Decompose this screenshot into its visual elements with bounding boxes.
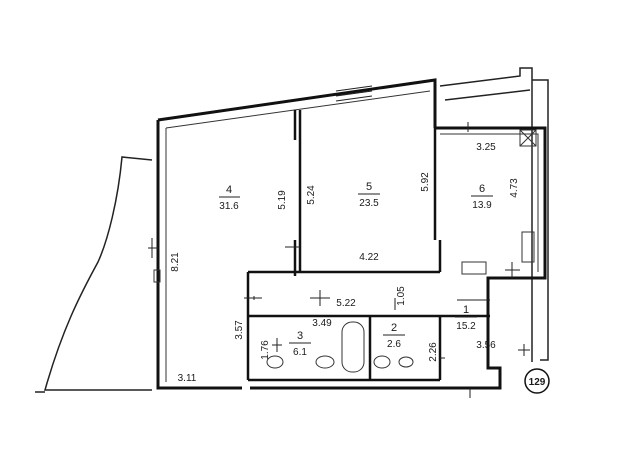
- exterior-walls: [156, 78, 547, 390]
- dimension-label: 5.19: [277, 190, 288, 210]
- room-label-1: 1 15.2: [455, 304, 477, 332]
- dimension-label: 1.05: [396, 286, 407, 306]
- sink-icon-2: [398, 356, 414, 368]
- dimension-label: 5.24: [306, 185, 317, 205]
- room-number: 1: [463, 304, 469, 316]
- dimension-label: 4.73: [509, 178, 520, 198]
- apartment-number: 129: [529, 377, 546, 388]
- toilet-icon: [315, 355, 335, 369]
- room-label-6: 6 13.9: [471, 183, 493, 211]
- dimension-label: 3.49: [312, 318, 332, 329]
- dimension-labels: 8.21 5.19 5.24 5.92 3.25 4.73 4.22 5.22 …: [170, 142, 520, 384]
- room-number: 2: [391, 322, 397, 334]
- room-area: 31.6: [219, 201, 239, 212]
- dimension-label: 5.22: [336, 298, 356, 309]
- room-number: 3: [297, 330, 303, 342]
- dimension-ticks: [148, 122, 530, 398]
- dimension-label: 8.21: [170, 252, 181, 272]
- room-area: 23.5: [359, 198, 379, 209]
- dimension-label: 5.92: [420, 172, 431, 192]
- sink-icon: [266, 355, 284, 369]
- dimension-label: 3.56: [476, 340, 496, 351]
- dimension-label: 2.26: [428, 342, 439, 362]
- dimension-label: 1.76: [260, 340, 271, 360]
- exterior-walls-inner: [165, 90, 539, 382]
- top-window: [335, 85, 373, 102]
- room-label-2: 2 2.6: [383, 322, 405, 350]
- apartment-number-badge: 129: [524, 368, 550, 394]
- room-area: 6.1: [293, 347, 307, 358]
- right-loggia: [439, 67, 549, 362]
- room-number: 6: [479, 183, 485, 195]
- stove-icon: [461, 261, 487, 275]
- room-label-4: 4 31.6: [219, 184, 240, 212]
- counter-icon: [521, 231, 535, 263]
- room-area: 2.6: [387, 339, 401, 350]
- room-label-5: 5 23.5: [358, 181, 380, 209]
- vent-shaft-icon: [519, 129, 537, 147]
- fixtures: [153, 129, 537, 373]
- radiator-icon: [153, 269, 161, 283]
- room-area: 15.2: [456, 321, 476, 332]
- toilet-icon-2: [373, 355, 391, 369]
- interior-walls: [246, 110, 490, 382]
- bathtub-icon: [341, 321, 365, 373]
- left-balcony: [35, 156, 153, 393]
- room-label-3: 3 6.1: [289, 330, 311, 358]
- room-number: 4: [226, 184, 232, 196]
- dimension-label: 3.11: [178, 373, 197, 384]
- dimension-label: 3.57: [234, 320, 245, 340]
- dimension-label: 3.25: [476, 142, 496, 153]
- room-area: 13.9: [472, 200, 492, 211]
- dimension-label: 4.22: [359, 252, 379, 263]
- room-number: 5: [366, 181, 372, 193]
